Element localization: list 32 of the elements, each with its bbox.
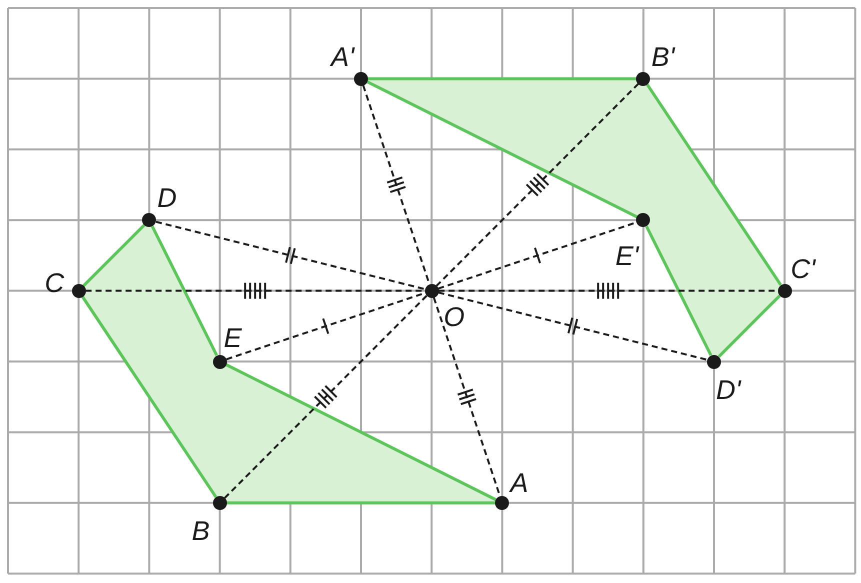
dashed-line	[438, 292, 708, 361]
dashed-line	[156, 220, 426, 290]
point-label: O	[444, 302, 465, 331]
point-dot	[495, 496, 510, 510]
polygon-side	[82, 224, 146, 287]
polygon-side	[81, 296, 218, 498]
point-dot	[424, 284, 439, 298]
polygon-side	[368, 77, 636, 80]
point-dot	[636, 72, 650, 86]
point-label: C'	[790, 254, 816, 283]
point-label: B	[192, 516, 210, 545]
point-label: C	[44, 268, 64, 297]
dashed-line	[436, 82, 640, 287]
polygon-side	[226, 501, 496, 504]
polygon-side	[225, 363, 497, 502]
point-label: A'	[331, 42, 354, 71]
polygon-side	[645, 226, 712, 356]
point-dot	[72, 284, 86, 298]
point-label: D	[157, 184, 177, 212]
polygon-side	[366, 80, 638, 218]
point-label: E	[224, 324, 242, 352]
point-dot	[142, 213, 156, 228]
point-label: B'	[651, 42, 675, 71]
dashed-line	[224, 295, 428, 499]
point-label: D'	[716, 376, 741, 404]
point-label: A	[510, 468, 528, 497]
polygon-side	[718, 294, 781, 358]
point-dot	[354, 72, 368, 86]
point-label: E'	[615, 242, 639, 270]
point-dot	[707, 354, 721, 368]
polygon-side	[646, 84, 782, 286]
polygon-side	[150, 226, 218, 356]
